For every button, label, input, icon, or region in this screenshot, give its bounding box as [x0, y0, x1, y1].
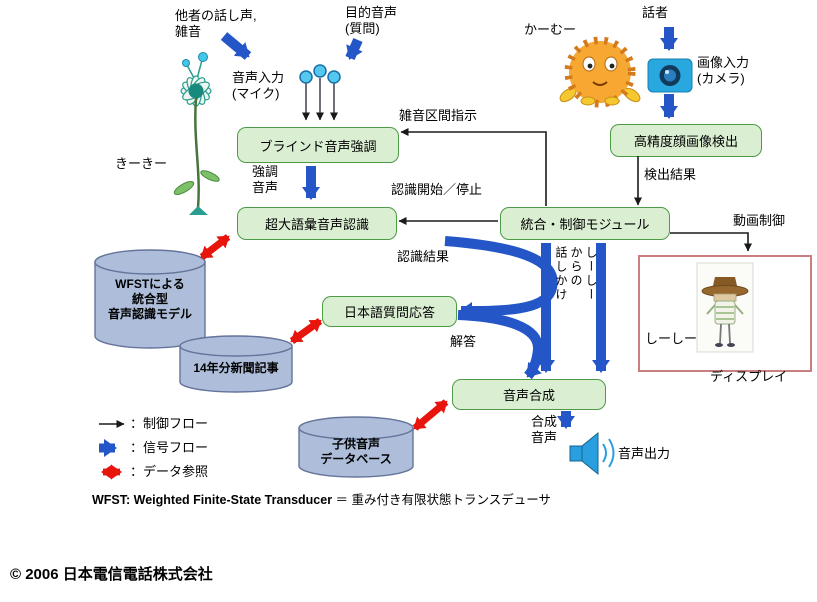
shishi-mascot — [696, 262, 754, 353]
label-answer: 解答 — [450, 334, 477, 349]
module-japanese-qa: 日本語質問応答 — [322, 296, 457, 327]
label-kiki: きーきー — [115, 156, 168, 171]
control-flow-arrows — [398, 128, 752, 252]
label-recognition-result: 認識結果 — [397, 249, 450, 264]
legend-data-reference-label: ：データ参照 — [130, 464, 209, 479]
label-audio-input: 音声入力 (マイク) — [232, 70, 285, 102]
wfst-footnote: WFST: Weighted Finite-State Transducer ＝… — [92, 493, 551, 509]
label-image-input: 画像入力 (カメラ) — [697, 55, 750, 87]
label-detection-result: 検出結果 — [644, 167, 697, 182]
signal-arrow-answer — [457, 310, 543, 380]
label-speaker-person: 話者 — [642, 5, 669, 20]
label-display: ディスプレイ — [710, 369, 788, 384]
module-blind-speech-enhancement: ブラインド音声強調 — [237, 127, 399, 163]
data-arrow-news-qa-b — [289, 318, 323, 344]
database-child-voice — [298, 416, 414, 478]
module-large-vocab-asr: 超大語彙音声認識 — [237, 207, 397, 240]
label-target-speech: 目的音声 (質問) — [345, 5, 398, 37]
camera-icon — [647, 58, 693, 93]
copyright-notice: © 2006 日本電信電話株式会社 — [10, 566, 213, 583]
data-arrow-childdb-tts-b — [412, 399, 449, 431]
label-wfst-model: WFSTによる 統合型 音声認識モデル — [97, 277, 203, 322]
module-speech-synthesis: 音声合成 — [452, 379, 606, 410]
label-shishi: しーしー — [645, 331, 698, 346]
label-wfst-rest: による 統合型 音声認識モデル — [107, 277, 192, 321]
control-arrow-video-control — [670, 232, 752, 252]
data-arrow-wfst-asr-b — [199, 234, 231, 260]
label-audio-output: 音声出力 — [618, 446, 671, 461]
wfst-footnote-rest: ＝ 重み付き有限状態トランスデューサ — [335, 493, 552, 507]
wfst-footnote-bold: WFST: Weighted Finite-State Transducer — [92, 493, 336, 507]
label-recognition-start-stop: 認識開始／停止 — [391, 182, 483, 197]
label-newspaper-db: 14年分新聞記事 — [193, 361, 279, 375]
module-face-detection: 高精度顔画像検出 — [610, 124, 762, 157]
control-arrow-noise-section — [400, 128, 547, 206]
legend-icons — [99, 420, 125, 480]
legend-signal-flow-label: ：信号フロー — [130, 440, 209, 455]
legend-control-flow-label: ：制御フロー — [130, 416, 209, 431]
signal-arrow-noise-to-mic — [220, 32, 252, 60]
label-synthesized-speech: 合成 音声 — [531, 414, 558, 446]
label-enhanced-speech: 強調 音声 — [252, 164, 279, 196]
label-child-voice-db: 子供音声 データベース — [320, 437, 392, 466]
database-newspaper-articles — [179, 335, 293, 393]
kiki-mascot — [173, 52, 220, 215]
label-noise-section: 雑音区間指示 — [399, 108, 478, 123]
kamu-mascot — [559, 36, 641, 108]
label-other-voices: 他者の話し声, 雑音 — [175, 8, 257, 40]
signal-arrow-recognition-result — [444, 236, 558, 320]
speaker-icon — [569, 431, 615, 476]
database-wfst-model — [94, 249, 206, 349]
signal-flow-arrows — [220, 27, 678, 429]
module-integration-control: 統合・制御モジュール — [500, 207, 670, 240]
label-wfst-bold: WFST — [115, 277, 150, 291]
label-kamu: かーむー — [524, 22, 577, 37]
signal-arrow-target-speech-to-mic — [345, 37, 363, 61]
label-shishi-utterance: しーしー からの 話しかけ — [554, 246, 598, 302]
data-reference-arrows — [199, 234, 449, 431]
label-video-control: 動画制御 — [733, 213, 786, 228]
microphone-icon — [299, 64, 341, 121]
